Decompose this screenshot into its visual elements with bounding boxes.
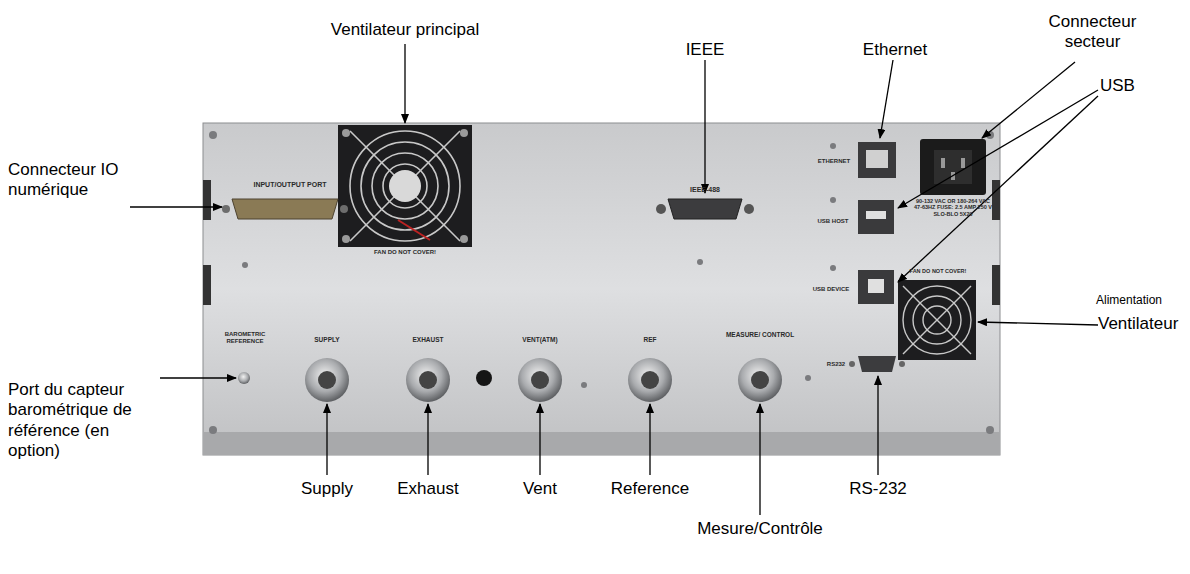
panel-text: 90-132 VAC OR 180-264 VAC 47-63HZ FUSE: … xyxy=(914,198,992,217)
callout-label: Ventilateur principal xyxy=(315,20,495,40)
callout-label: Exhaust xyxy=(383,479,473,499)
callout-label: Ventilateur xyxy=(1098,314,1186,334)
callout-label: Supply xyxy=(282,479,372,499)
callout-label: Mesure/Contrôle xyxy=(690,519,830,539)
callout-label: IEEE xyxy=(665,40,745,60)
callout-label: RS-232 xyxy=(833,479,923,499)
panel-text: MEASURE/ CONTROL xyxy=(725,331,795,338)
panel-text: VENT(ATM) xyxy=(505,336,575,343)
callout-label: Reference xyxy=(600,479,700,499)
callout-label: Vent xyxy=(495,479,585,499)
panel-text: FAN DO NOT COVER! xyxy=(898,268,978,274)
panel-text: SUPPLY xyxy=(297,336,357,343)
panel-text: INPUT/OUTPUT PORT xyxy=(235,181,345,189)
panel-text: REF xyxy=(620,336,680,343)
callout-label: USB xyxy=(1100,76,1160,96)
callout-label: Port du capteur barométrique de référenc… xyxy=(8,380,158,462)
panel-text: EXHAUST xyxy=(398,336,458,343)
panel-text: USB DEVICE xyxy=(806,286,856,293)
panel-text: ETHERNET xyxy=(812,158,856,165)
panel-text: USB HOST xyxy=(810,218,856,225)
panel-text: FAN DO NOT COVER! xyxy=(350,249,460,256)
callout-label: Ethernet xyxy=(845,40,945,60)
callout-label: Connecteur secteur xyxy=(1030,12,1155,53)
panel-text: BAROMETRIC REFERENCE xyxy=(215,331,275,345)
panel-text: RS232 xyxy=(820,361,852,368)
panel-text: IEEE-488 xyxy=(665,186,745,194)
callout-label: Connecteur IO numérique xyxy=(8,160,128,201)
callout-label: Alimentation xyxy=(1096,293,1186,307)
